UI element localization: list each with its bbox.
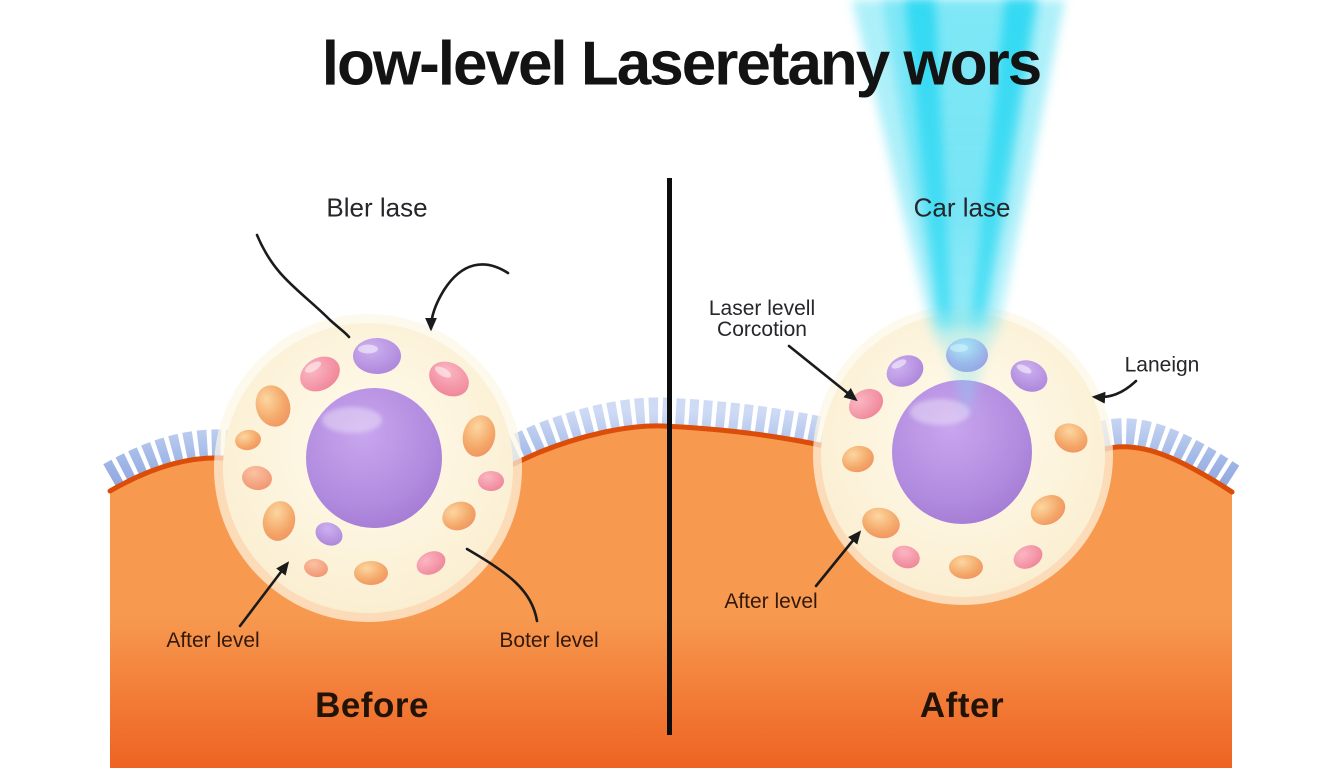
- page-title: low-level Laseretany wors: [321, 29, 1042, 99]
- beam-entry-glow: [938, 338, 992, 415]
- cell-nucleus: [892, 380, 1032, 524]
- callout-curve-left: [255, 233, 351, 339]
- panel-label-before: Before: [315, 686, 429, 725]
- nucleus-highlight: [322, 407, 382, 433]
- cell-after: [813, 305, 1113, 605]
- cell-before: [214, 314, 522, 622]
- after-level-arrow-left: [238, 561, 290, 628]
- callout-arrow-down: [425, 263, 510, 332]
- after-level-arrow-right: [814, 530, 862, 588]
- annotation-arrows: [238, 233, 1138, 628]
- laneign-arrow: [1091, 379, 1138, 404]
- boter-level-curve: [465, 547, 539, 623]
- label-after-level-right: After level: [724, 590, 818, 613]
- organelles: [235, 338, 504, 585]
- laser-beam: [852, 0, 1065, 415]
- label-laser-correction-line2: Corcotion: [717, 318, 807, 341]
- label-laser-correction: Laser levell Corcotion: [709, 298, 815, 340]
- label-bler-lase: Bler lase: [326, 192, 428, 223]
- label-laneign: Laneign: [1124, 353, 1200, 377]
- panel-label-after: After: [919, 686, 1005, 725]
- label-car-lase: Car lase: [913, 192, 1011, 223]
- divider-line: [667, 178, 672, 735]
- cell-nucleus: [306, 388, 442, 528]
- label-laser-correction-line1: Laser levell: [708, 297, 816, 320]
- label-after-level-left: After level: [166, 629, 260, 652]
- nucleus-highlight: [910, 399, 970, 425]
- correction-arrow: [787, 344, 858, 402]
- label-boter-level: Boter level: [499, 629, 599, 652]
